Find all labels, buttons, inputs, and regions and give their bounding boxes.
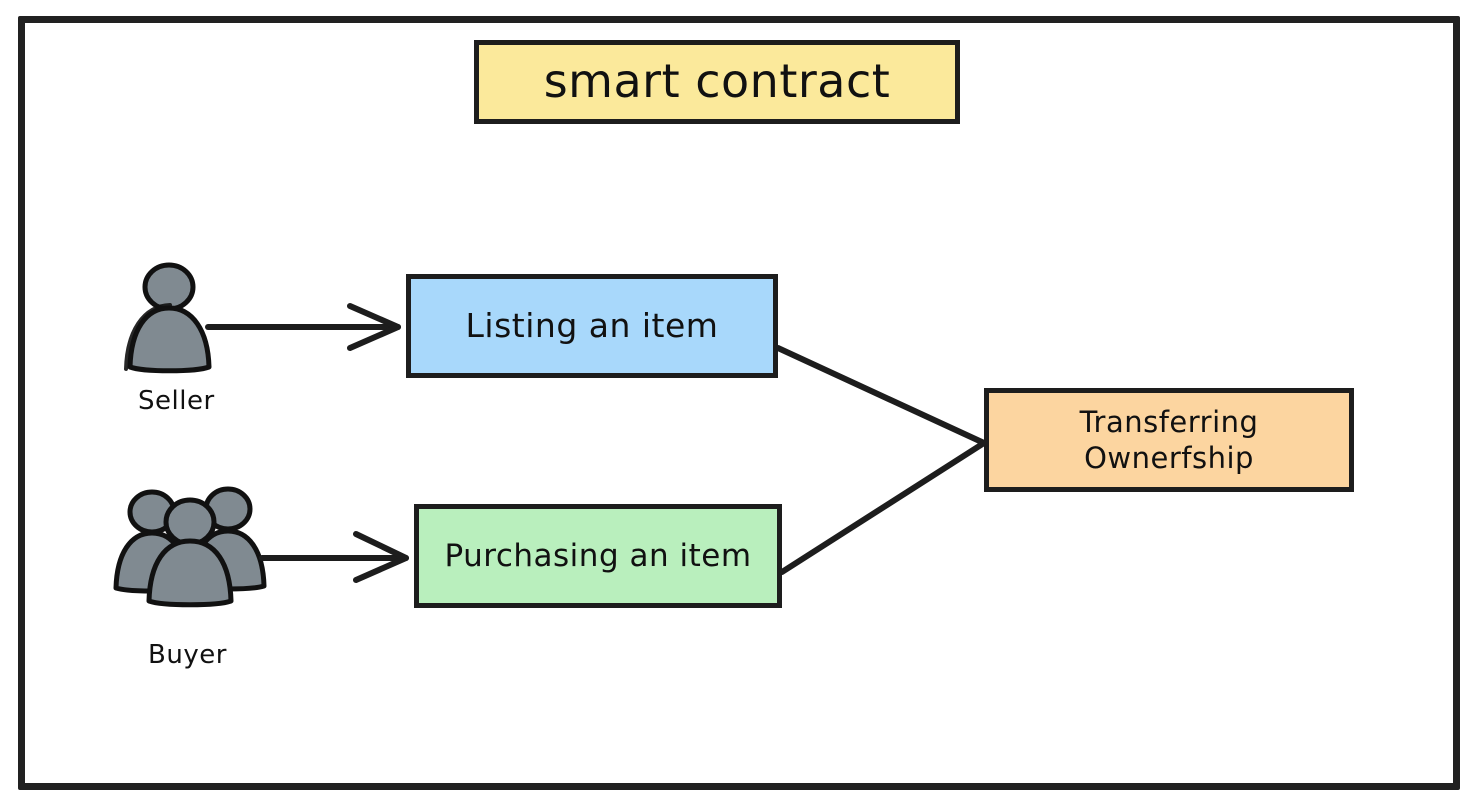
node-transferring-ownership[interactable]: Transferring Ownerfship: [984, 388, 1354, 492]
single-person-icon: [124, 262, 212, 374]
node-listing-an-item[interactable]: Listing an item: [406, 274, 778, 378]
node-purchasing-an-item-label: Purchasing an item: [444, 537, 752, 574]
group-of-people-icon: [113, 486, 267, 608]
connector-seller-to-listing: [205, 303, 401, 351]
node-listing-an-item-label: Listing an item: [465, 306, 719, 346]
actor-label-seller: Seller: [138, 386, 215, 416]
connector-buyer-to-purchasing: [259, 531, 409, 583]
node-transferring-ownership-label-line1: Transferring: [1079, 404, 1259, 439]
connector-purchasing-to-transfer: [779, 440, 987, 575]
smart-contract-title-label: smart contract: [543, 54, 891, 109]
smart-contract-title-box: smart contract: [474, 40, 960, 124]
node-purchasing-an-item[interactable]: Purchasing an item: [414, 504, 782, 608]
actor-label-buyer: Buyer: [148, 640, 227, 670]
diagram-frame: [18, 16, 1460, 790]
connector-listing-to-transfer: [775, 345, 987, 446]
node-transferring-ownership-label-line2: Ownerfship: [1084, 441, 1254, 475]
